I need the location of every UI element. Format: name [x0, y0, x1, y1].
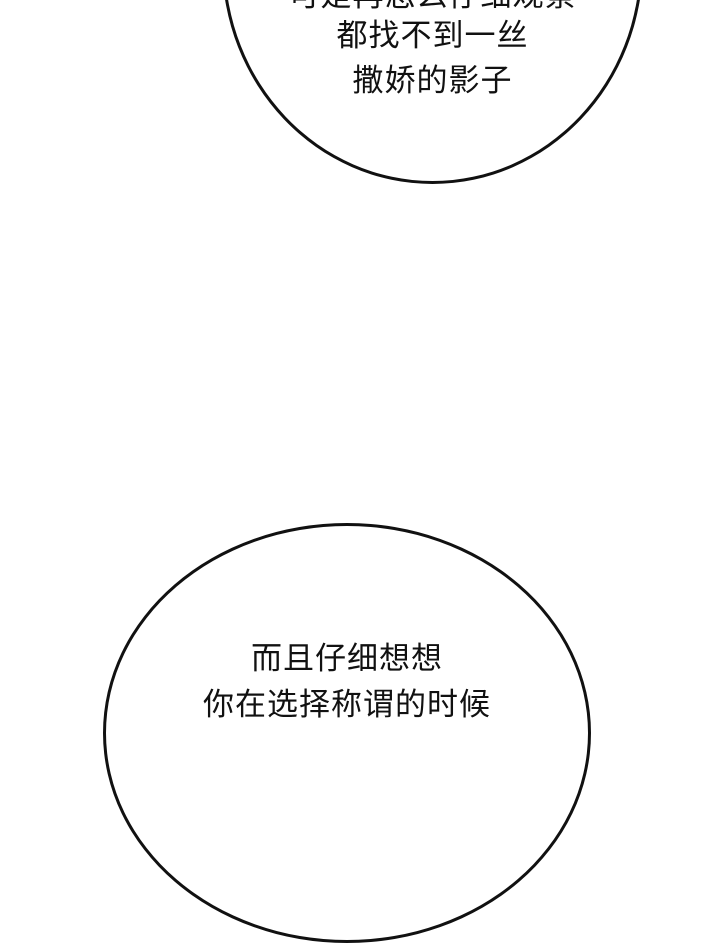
- bubble-text-line: 你在选择称谓的时候: [203, 687, 491, 723]
- bubble-text-line: 撒娇的影子: [352, 63, 513, 99]
- bubble-text-line: 而且仔细想想: [251, 641, 443, 677]
- bubble-text-line: 都找不到一丝: [336, 18, 529, 54]
- speech-bubble-top: 可是再怎么仔细观察 都找不到一丝 撒娇的影子: [222, 0, 643, 184]
- bubble-text-line: 可是再怎么仔细观察: [225, 0, 640, 12]
- speech-bubble-bottom: 而且仔细想想 你在选择称谓的时候: [103, 523, 591, 943]
